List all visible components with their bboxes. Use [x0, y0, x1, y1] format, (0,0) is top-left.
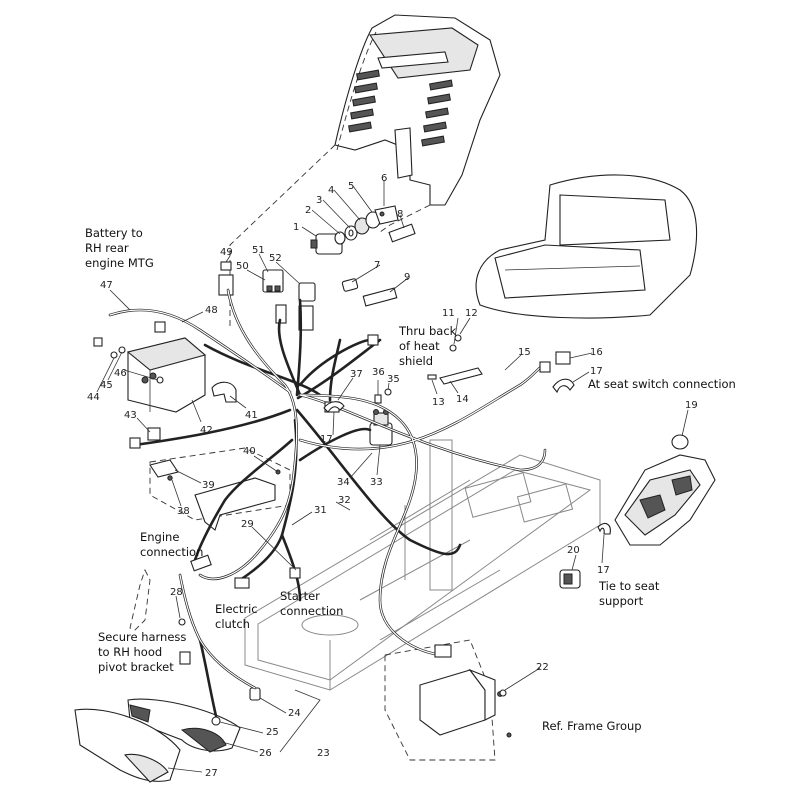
part-11-nut	[449, 344, 457, 352]
part-number: 26	[259, 748, 272, 759]
note-engine-connection: Engine connection	[140, 530, 203, 559]
part-7-connector	[341, 278, 359, 292]
seat-switch-module	[614, 434, 716, 546]
dash-to-switch-leader	[379, 204, 431, 233]
seat	[475, 174, 698, 319]
part-44-bolt	[110, 351, 118, 359]
part-number: 51	[252, 245, 265, 256]
part-number: 15	[518, 347, 531, 358]
note-battery: Battery to RH rear engine MTG	[85, 226, 154, 270]
part-number: 40	[243, 446, 256, 457]
part-number: 31	[314, 505, 327, 516]
part-number: 4	[328, 185, 334, 196]
part-25-socket	[211, 716, 221, 726]
part-number: 2	[305, 205, 311, 216]
dash-switches	[218, 261, 316, 331]
part-45-washer	[118, 346, 126, 354]
part-23-group-line	[279, 689, 321, 753]
part-number: 27	[205, 768, 218, 779]
part-number: 49	[220, 247, 233, 258]
part-number: 39	[202, 480, 215, 491]
note-heat-shield: Thru back of heat shield	[398, 324, 460, 368]
part-28-plug	[178, 618, 186, 626]
part-number: 22	[536, 662, 549, 673]
part-22-screw	[499, 689, 507, 697]
part-number: 41	[245, 410, 258, 421]
part-17-clip	[323, 401, 345, 413]
part-13-bolt	[427, 374, 437, 380]
part-number: 43	[124, 410, 137, 421]
part-number: 32	[338, 495, 351, 506]
part-36-terminal	[374, 394, 382, 404]
part-number: 24	[288, 708, 301, 719]
part-8-plate	[388, 223, 416, 243]
dash-vent-slats	[348, 69, 453, 147]
part-17-clip	[552, 378, 575, 394]
part-number: 12	[465, 308, 478, 319]
part-number: 16	[590, 347, 603, 358]
part-17-clip	[597, 522, 611, 535]
note-electric-clutch: Electric clutch	[215, 602, 261, 631]
part-number: 11	[442, 308, 455, 319]
part-number-labels: 1 2 3 4 5 6 7 8 9 11 12 13 14 15 16 17 1…	[87, 173, 698, 779]
part-number: 13	[432, 397, 445, 408]
part-number: 25	[266, 727, 279, 738]
part-number: 35	[387, 374, 400, 385]
leader-lines	[96, 180, 689, 773]
frame-assembly	[244, 439, 601, 691]
part-number: 19	[685, 400, 698, 411]
wire-harness	[108, 288, 547, 718]
part-number: 48	[205, 305, 218, 316]
hood-pivot-bracket	[129, 568, 151, 631]
part-number: 3	[316, 195, 322, 206]
part-number: 1	[293, 222, 299, 233]
note-secure-harness: Secure harness to RH hood pivot bracket	[98, 630, 190, 674]
part-24-bulb	[249, 687, 261, 701]
part-9-plate	[362, 287, 398, 307]
part-number: 7	[374, 260, 380, 271]
battery	[126, 337, 207, 413]
part-number: 14	[456, 394, 469, 405]
part-number: 42	[200, 425, 213, 436]
part-number: 52	[269, 253, 282, 264]
part-number: 17	[597, 565, 610, 576]
part-number: 20	[567, 545, 580, 556]
part-number: 33	[370, 477, 383, 488]
battery-bracket-group	[147, 427, 291, 531]
headlight-assembly	[74, 698, 241, 783]
part-number: 46	[114, 368, 127, 379]
part-number: 5	[348, 181, 354, 192]
part-number: 17	[320, 434, 333, 445]
part-number: 23	[317, 748, 330, 759]
part-20-switch	[559, 569, 581, 589]
ignition-switch-parts	[310, 205, 399, 255]
part-number: 9	[404, 272, 410, 283]
part-number: 36	[372, 367, 385, 378]
part-number: 29	[241, 519, 254, 530]
part-number: 6	[381, 173, 387, 184]
note-starter-connection: Starter connection	[280, 589, 343, 618]
part-number: 38	[177, 506, 190, 517]
note-seat-support: Tie to seat support	[598, 579, 663, 608]
part-16-switch	[555, 351, 571, 365]
part-number: 45	[100, 380, 113, 391]
callout-notes: Battery to RH rear engine MTG Thru back …	[85, 226, 736, 733]
part-number: 47	[100, 280, 113, 291]
note-seat-switch: At seat switch connection	[588, 377, 736, 391]
part-number: 37	[350, 369, 363, 380]
ref-frame-bracket	[384, 639, 512, 761]
dash-console	[334, 14, 501, 206]
note-ref-frame: Ref. Frame Group	[542, 719, 642, 733]
part-14-clamp	[439, 367, 483, 385]
part-number: 50	[236, 261, 249, 272]
part-41-boot	[211, 381, 237, 403]
part-number: 34	[337, 477, 350, 488]
part-number: 8	[397, 209, 403, 220]
part-number: 28	[170, 587, 183, 598]
part-number: 17	[590, 366, 603, 377]
part-number: 44	[87, 392, 100, 403]
